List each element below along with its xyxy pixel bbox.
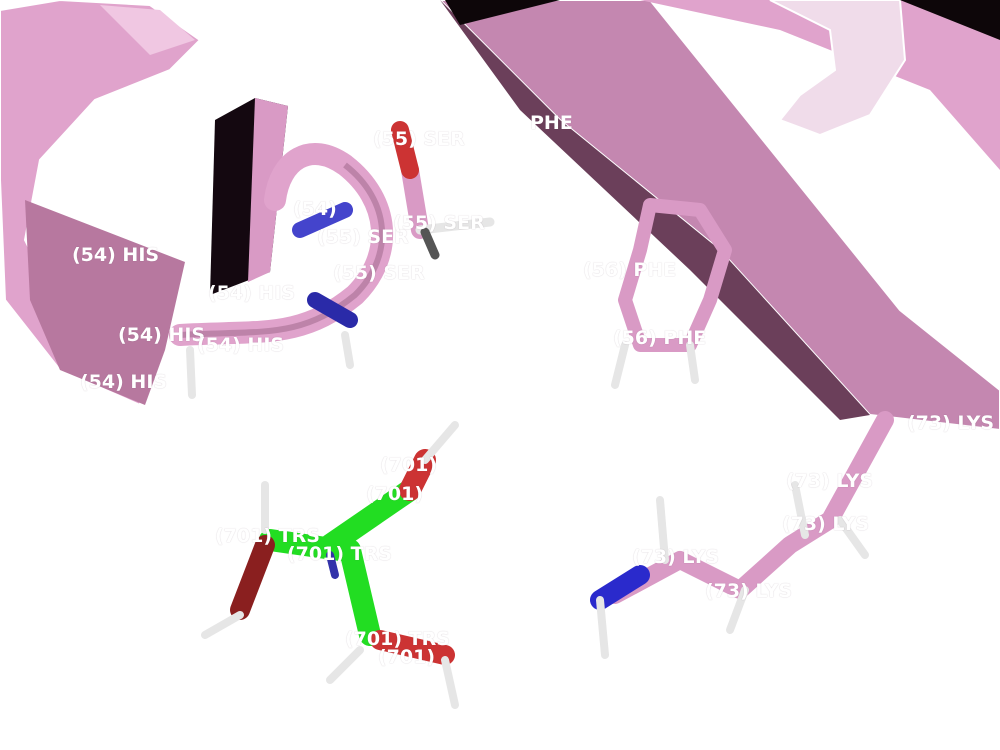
lys-h5 [836, 516, 869, 559]
his-n-bond [292, 202, 353, 238]
ser-h-bond [415, 217, 495, 235]
helix-top-right [769, 0, 907, 137]
trs-c-c3 [259, 529, 351, 561]
phe-h2-bond [686, 341, 699, 384]
his-h-bond [186, 346, 196, 399]
dark-wedge-top [445, 0, 560, 25]
dark-wedge-top-right [900, 0, 1000, 40]
trs-h6 [326, 551, 339, 579]
trs-c-c2 [339, 539, 381, 646]
trs-o3 [370, 630, 455, 665]
helix-ribbon-left-highlight [100, 5, 195, 55]
loop-tube-shade [179, 162, 386, 338]
lys-h3 [726, 586, 749, 634]
helix-ribbon-left-shade [25, 200, 185, 405]
ser-h2-bond [420, 227, 440, 260]
lys-h2 [656, 496, 669, 564]
trs-o2 [230, 535, 275, 620]
trs-h4 [441, 656, 459, 709]
his-h2-bond [341, 331, 354, 369]
lys-nz-bond [590, 565, 650, 610]
lys-side-chain [606, 411, 894, 604]
his-n2-bond [307, 292, 358, 328]
trs-h3 [201, 611, 244, 639]
trs-o1 [399, 449, 436, 501]
trs-h5 [326, 646, 364, 684]
lys-h4 [791, 481, 809, 539]
beta-strand-top [640, 0, 1000, 170]
ser-og-bond [391, 121, 419, 179]
lys-h1 [596, 596, 609, 659]
trs-h1 [421, 421, 459, 464]
phe-h-bond [611, 341, 629, 389]
ser-cb-bond [401, 161, 429, 239]
loop-tube [169, 143, 394, 346]
trs-c-c1 [319, 479, 421, 556]
